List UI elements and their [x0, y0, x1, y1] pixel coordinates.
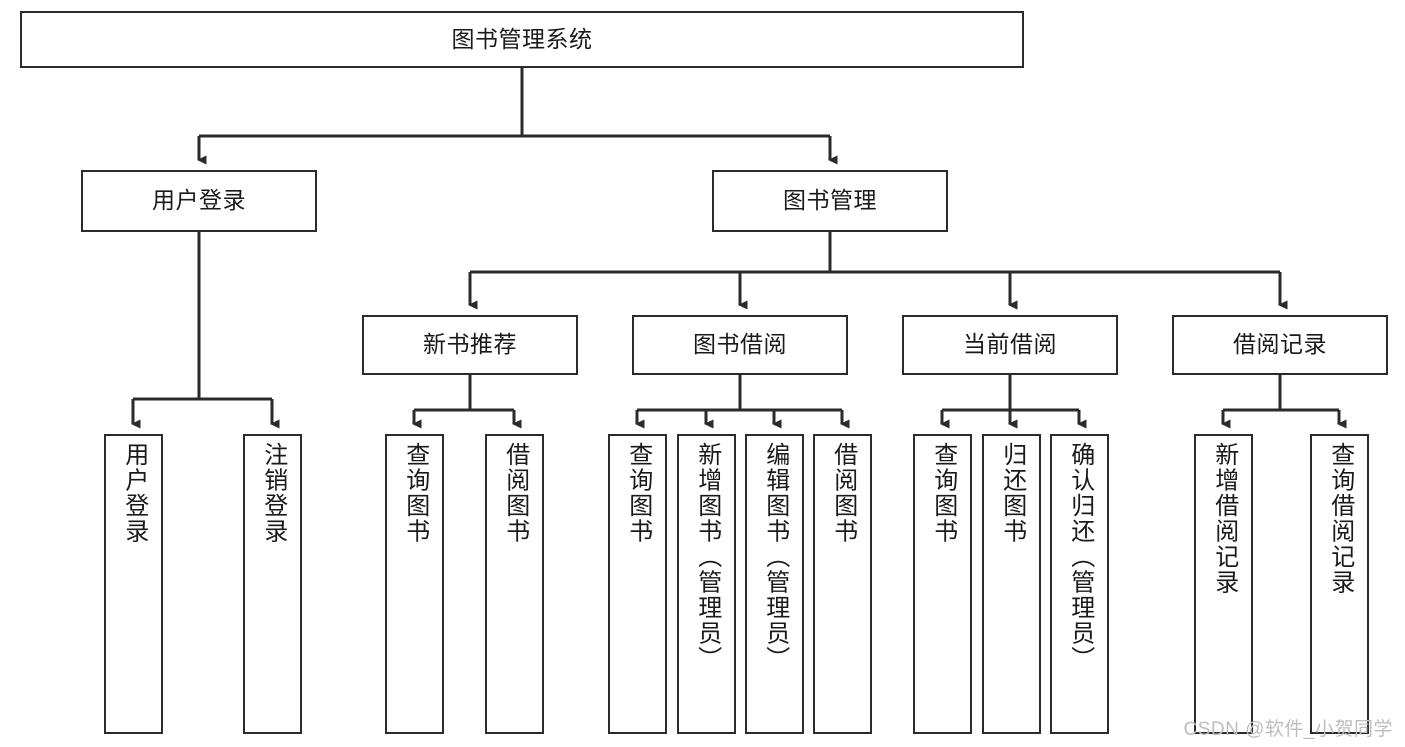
- node-leaf-borrow-book-brw[interactable]: 借阅图书: [813, 434, 872, 734]
- node-new-book-recommend-label: 新书推荐: [423, 331, 517, 358]
- node-leaf-add-book-label: 新增图书（管理员）: [693, 442, 721, 672]
- node-borrow-record-label: 借阅记录: [1233, 331, 1327, 358]
- node-new-book-recommend[interactable]: 新书推荐: [362, 315, 578, 375]
- node-leaf-add-record-label: 新增借阅记录: [1210, 442, 1238, 595]
- node-root[interactable]: 图书管理系统: [20, 11, 1024, 68]
- node-leaf-user-login[interactable]: 用户登录: [104, 434, 163, 734]
- node-leaf-borrow-book-rec[interactable]: 借阅图书: [485, 434, 544, 734]
- node-leaf-edit-book[interactable]: 编辑图书（管理员）: [745, 434, 804, 734]
- node-leaf-return-book[interactable]: 归还图书: [982, 434, 1041, 734]
- node-leaf-user-logout[interactable]: 注销登录: [243, 434, 302, 734]
- node-book-manage-label: 图书管理: [783, 187, 877, 214]
- node-current-borrow[interactable]: 当前借阅: [902, 315, 1118, 375]
- node-book-manage[interactable]: 图书管理: [712, 170, 948, 232]
- watermark: CSDN @软件_小贺同学: [1183, 719, 1393, 740]
- node-leaf-query-book-rec[interactable]: 查询图书: [385, 434, 444, 734]
- node-leaf-confirm-return-label: 确认归还（管理员）: [1066, 442, 1094, 672]
- node-leaf-query-book-brw-label: 查询图书: [624, 442, 652, 544]
- node-leaf-borrow-book-rec-label: 借阅图书: [501, 442, 529, 544]
- node-leaf-edit-book-label: 编辑图书（管理员）: [761, 442, 789, 672]
- node-leaf-user-login-label: 用户登录: [120, 442, 148, 544]
- node-leaf-query-book-cur-label: 查询图书: [929, 442, 957, 544]
- node-leaf-query-book-cur[interactable]: 查询图书: [913, 434, 972, 734]
- node-borrow-record[interactable]: 借阅记录: [1172, 315, 1388, 375]
- node-leaf-query-record-label: 查询借阅记录: [1326, 442, 1354, 595]
- node-leaf-query-record[interactable]: 查询借阅记录: [1310, 434, 1369, 734]
- node-leaf-confirm-return[interactable]: 确认归还（管理员）: [1050, 434, 1109, 734]
- node-book-borrow-label: 图书借阅: [693, 331, 787, 358]
- node-leaf-user-logout-label: 注销登录: [259, 442, 287, 544]
- node-leaf-add-book[interactable]: 新增图书（管理员）: [677, 434, 736, 734]
- node-user-login[interactable]: 用户登录: [81, 170, 317, 232]
- node-leaf-return-book-label: 归还图书: [998, 442, 1026, 544]
- node-user-login-label: 用户登录: [152, 187, 246, 214]
- node-leaf-borrow-book-brw-label: 借阅图书: [829, 442, 857, 544]
- node-root-label: 图书管理系统: [451, 25, 593, 52]
- node-leaf-add-record[interactable]: 新增借阅记录: [1194, 434, 1253, 734]
- node-leaf-query-book-rec-label: 查询图书: [401, 442, 429, 544]
- node-current-borrow-label: 当前借阅: [963, 331, 1057, 358]
- node-leaf-query-book-brw[interactable]: 查询图书: [608, 434, 667, 734]
- node-book-borrow[interactable]: 图书借阅: [632, 315, 848, 375]
